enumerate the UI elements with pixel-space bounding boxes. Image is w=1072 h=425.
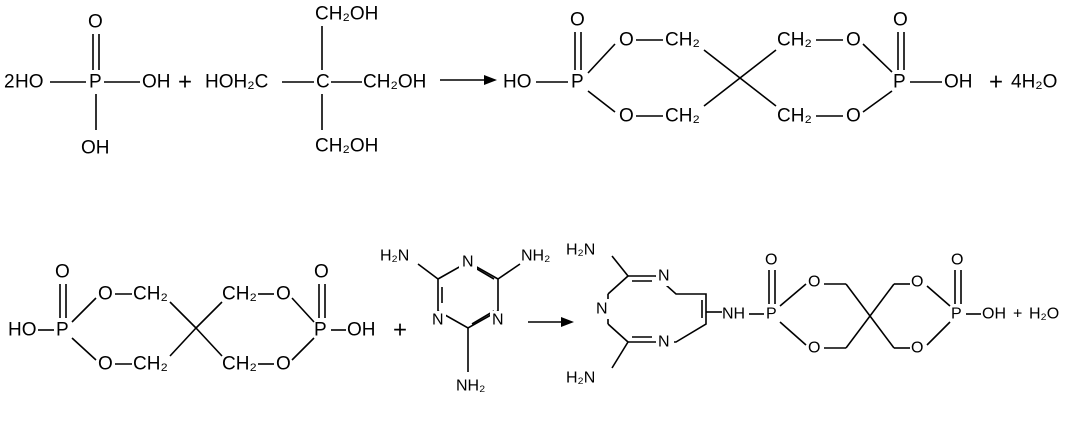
plus-sign: + — [178, 69, 192, 96]
ring-oxygen-ll: O — [98, 354, 113, 375]
ring-ch2-ul: CH₂ — [665, 30, 700, 51]
oh-bottom: OH — [81, 138, 110, 159]
ring-oxygen-ll: O — [619, 106, 634, 127]
melamine-spiro-product: N N N H₂N H₂N NH P O O O O — [566, 242, 1006, 387]
ring-oxygen-lr: O — [276, 354, 291, 375]
pentaerythritol: CH₂OH HOH₂C C CH₂OH CH₂OH — [205, 4, 426, 157]
water-product: 4H₂O — [1011, 72, 1057, 93]
ring-oxygen-lr: O — [846, 106, 861, 127]
nh2-bottom: NH₂ — [456, 378, 485, 395]
oh-right: OH — [944, 72, 973, 93]
spiro-bond-ll — [703, 77, 741, 107]
ring-ch2-ur: CH₂ — [222, 284, 257, 305]
ring-n-bottom: N — [658, 334, 670, 351]
oxygen-top-right: O — [893, 10, 908, 31]
phosphorus-right: P — [314, 320, 327, 341]
ring-ch2-ul: CH₂ — [133, 284, 168, 305]
nh2-upper-right: NH₂ — [521, 248, 550, 265]
ch2oh-right: CH₂OH — [363, 72, 426, 93]
spiro-bond-ul — [703, 49, 741, 79]
oxygen-top-right: O — [314, 262, 329, 283]
coefficient-2: 2 — [4, 72, 15, 93]
ring-oxygen-ur: O — [276, 284, 291, 305]
ring-oxygen-ul: O — [619, 30, 634, 51]
oxygen-top-right: O — [951, 252, 963, 269]
spiro-bond-ur — [739, 49, 777, 79]
ring-oxygen-ll: O — [808, 340, 820, 357]
oxygen-top: O — [88, 12, 103, 33]
hoh2c-left: HOH₂C — [205, 72, 268, 93]
ring-ch2-lr: CH₂ — [222, 354, 257, 375]
ring-n-left: N — [432, 312, 444, 329]
ho-left: HO — [503, 72, 532, 93]
reaction-1: 2 HO P OH O OH + CH₂OH HOH₂C C CH₂OH CH₂… — [4, 4, 1057, 159]
ring-ch2-lr: CH₂ — [777, 106, 812, 127]
ring-ch2-ur: CH₂ — [777, 30, 812, 51]
oh-right: OH — [142, 72, 171, 93]
ring-oxygen-lr: O — [911, 340, 923, 357]
bond-p-o-lower — [587, 90, 616, 113]
plus-sign: + — [989, 69, 1003, 96]
phosphorus-atom: P — [89, 72, 102, 93]
ring-oxygen-ur: O — [911, 274, 923, 291]
ch2oh-bottom: CH₂OH — [315, 136, 378, 157]
phosphorus-right: P — [893, 72, 906, 93]
oxygen-top-left: O — [55, 262, 70, 283]
plus-sign: + — [393, 317, 407, 344]
nh2-upper-left: H₂N — [380, 248, 409, 265]
ring-ch2-ll: CH₂ — [133, 354, 168, 375]
water-product: H₂O — [1029, 306, 1059, 323]
phosphorus-left: P — [766, 306, 777, 323]
ring-oxygen-ul: O — [808, 274, 820, 291]
spiro-phosphate-product: HO P O O O CH₂ CH₂ CH₂ CH₂ O O — [503, 10, 973, 127]
ring-ch2-ll: CH₂ — [665, 106, 700, 127]
reaction-arrow-1 — [440, 75, 497, 85]
melamine: N N N H₂N NH₂ NH₂ — [380, 248, 550, 395]
ring-n-left: N — [596, 301, 608, 318]
nh-linker: NH — [722, 306, 745, 323]
ring-oxygen-ur: O — [846, 30, 861, 51]
reaction-arrow-2 — [528, 317, 574, 327]
phosphorus-left: P — [56, 320, 69, 341]
ho-left: HO — [15, 72, 44, 93]
phosphorus-right: P — [951, 306, 962, 323]
oh-right: OH — [347, 320, 376, 341]
phosphorus-left: P — [571, 72, 584, 93]
spiro-phosphate-reactant: HO P O O O CH₂ CH₂ CH₂ CH₂ O O — [8, 262, 376, 375]
central-carbon: C — [316, 72, 330, 93]
ring-n-top: N — [658, 268, 670, 285]
ring-n-right: N — [492, 312, 504, 329]
oxygen-top-left: O — [765, 252, 777, 269]
nh2-top: H₂N — [566, 242, 595, 259]
ring-oxygen-ul: O — [98, 284, 113, 305]
ho-left: HO — [8, 320, 37, 341]
ch2oh-top: CH₂OH — [315, 4, 378, 25]
reaction-2: HO P O O O CH₂ CH₂ CH₂ CH₂ O O — [8, 242, 1059, 395]
spiro-bond-lr — [739, 77, 777, 107]
plus-sign: + — [1013, 306, 1022, 323]
oh-right: OH — [982, 306, 1006, 323]
ring-n-top: N — [462, 254, 474, 271]
bond-p-o-upper — [587, 43, 616, 74]
nh2-bottom: H₂N — [566, 370, 595, 387]
oxygen-top-left: O — [570, 10, 585, 31]
phosphoric-acid: 2 HO P OH O OH — [4, 12, 171, 159]
